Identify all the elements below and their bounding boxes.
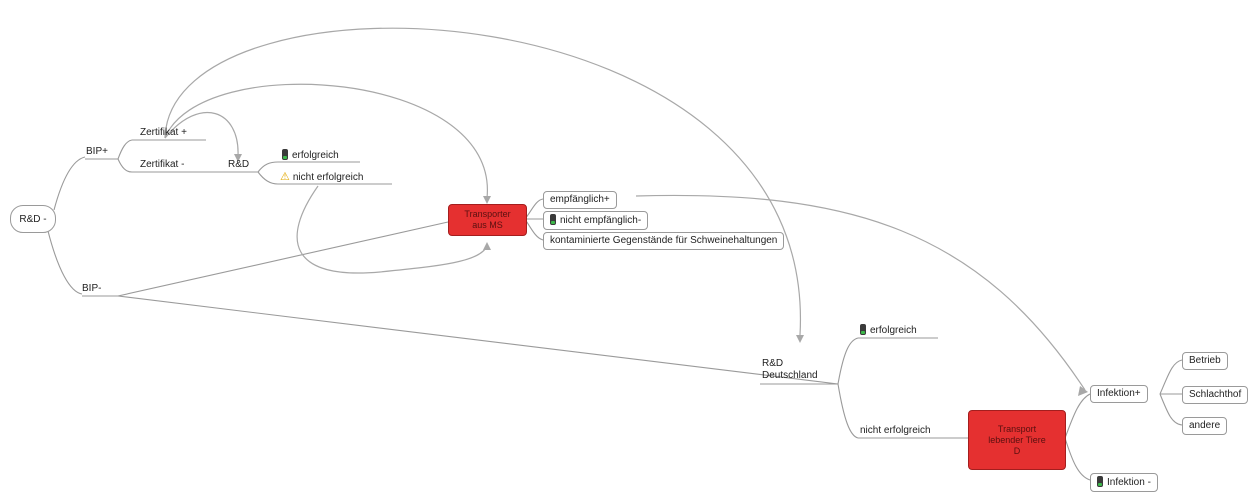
node-nicht-erfolgreich-1-label: nicht erfolgreich — [292, 172, 364, 183]
node-transporter-ms-label: Transporter aus MS — [464, 209, 511, 230]
node-erfolgreich-1[interactable]: erfolgreich — [282, 149, 339, 162]
traffic-light-icon — [860, 324, 866, 335]
node-erfolgreich-2-label: erfolgreich — [870, 325, 917, 336]
node-zertifikat-plus[interactable]: Zertifikat + — [140, 127, 187, 138]
node-erfolgreich-1-label: erfolgreich — [292, 150, 339, 161]
node-empfaenglich-plus[interactable]: empfänglich+ — [543, 191, 617, 209]
root-node-label: R&D - — [19, 213, 47, 225]
node-nicht-empfaenglich[interactable]: nicht empfänglich- — [543, 211, 649, 230]
branch-lines — [47, 139, 1183, 481]
node-schlachthof[interactable]: Schlachthof — [1182, 386, 1249, 404]
relationship-arrowheads — [234, 154, 1088, 396]
node-andere[interactable]: andere — [1182, 417, 1228, 435]
node-zertifikat-minus[interactable]: Zertifikat - — [140, 159, 185, 170]
node-betrieb[interactable]: Betrieb — [1182, 352, 1228, 370]
node-kontaminierte[interactable]: kontaminierte Gegenstände für Schweineha… — [543, 232, 785, 250]
node-rd-deutschland[interactable]: R&D Deutschland — [762, 358, 818, 381]
traffic-light-icon — [1097, 476, 1103, 487]
node-transport-lebender-label: Transport lebender Tiere D — [988, 423, 1046, 456]
node-bip-minus[interactable]: BIP- — [82, 283, 102, 294]
node-rd[interactable]: R&D — [228, 159, 250, 170]
node-infektion-minus-label: Infektion - — [1107, 477, 1151, 488]
node-erfolgreich-2[interactable]: erfolgreich — [860, 324, 917, 337]
node-infektion-minus[interactable]: Infektion - — [1090, 473, 1158, 492]
node-infektion-plus[interactable]: Infektion+ — [1090, 385, 1148, 403]
root-node[interactable]: R&D - — [10, 205, 56, 233]
node-transport-lebender[interactable]: Transport lebender Tiere D — [968, 410, 1066, 470]
node-bip-plus[interactable]: BIP+ — [86, 146, 108, 157]
node-nicht-erfolgreich-2[interactable]: nicht erfolgreich — [860, 425, 931, 436]
node-nicht-empfaenglich-label: nicht empfänglich- — [560, 215, 642, 226]
node-nicht-erfolgreich-1[interactable]: ⚠nicht erfolgreich — [280, 171, 363, 184]
traffic-light-icon — [282, 149, 288, 160]
traffic-light-icon — [550, 214, 556, 225]
node-transporter-ms[interactable]: Transporter aus MS — [448, 204, 527, 236]
relationship-lines — [164, 27, 1086, 391]
warning-icon: ⚠ — [280, 171, 290, 183]
